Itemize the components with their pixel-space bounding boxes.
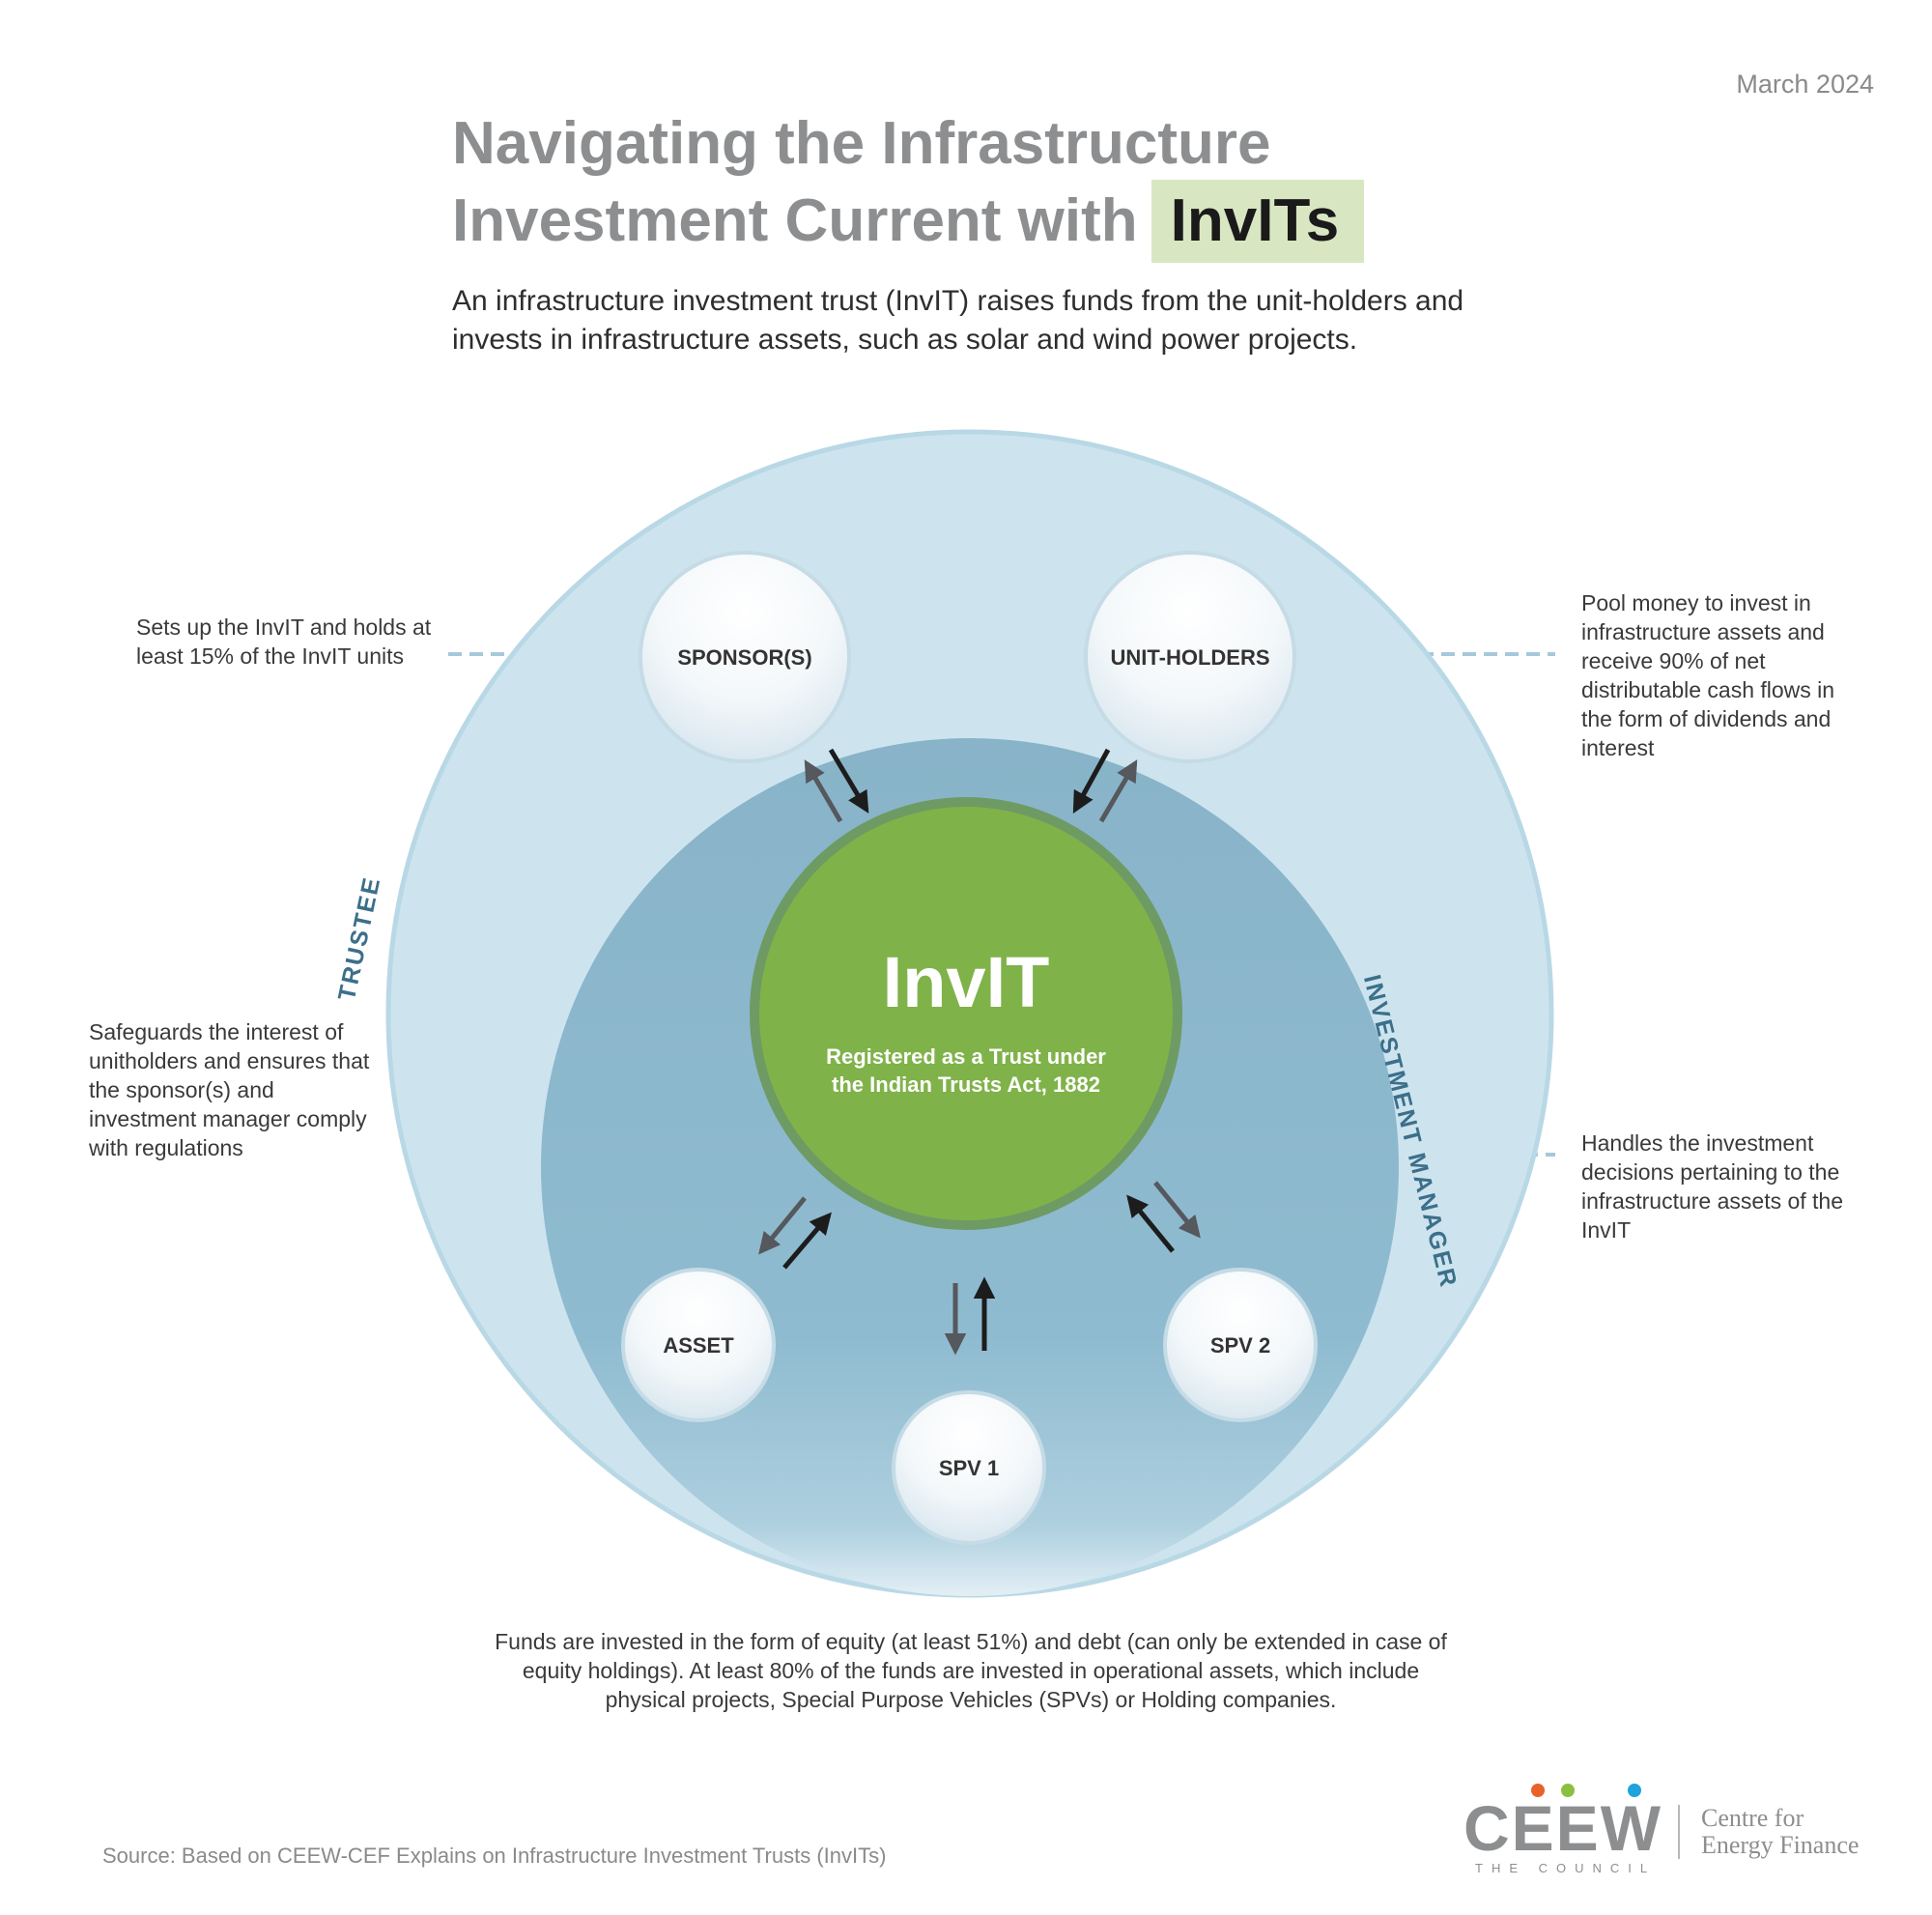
funds-note: Funds are invested in the form of equity…: [495, 1629, 1447, 1712]
invit-center-title: InvIT: [883, 942, 1050, 1022]
invit-center-circle: [759, 807, 1173, 1220]
logo-dot-green: [1561, 1784, 1575, 1797]
logo-cef-line-2: Energy Finance: [1701, 1831, 1860, 1859]
invit-center-line-1: Registered as a Trust under: [826, 1044, 1106, 1069]
logo-dot-blue: [1628, 1784, 1641, 1797]
investment-manager-note: Handles the investment decisions pertain…: [1581, 1130, 1844, 1243]
trustee-ring-label: TRUSTEE: [333, 874, 386, 1004]
title-highlight: InvITs: [1151, 180, 1365, 263]
title-line-2-text: Investment Current with: [452, 187, 1138, 254]
page-subtitle: An infrastructure investment trust (InvI…: [452, 285, 1464, 356]
spv1-node-label: SPV 1: [939, 1456, 999, 1480]
ceew-logo: CEEW THE COUNCIL Centre for Energy Finan…: [1463, 1784, 1879, 1875]
unitholders-node: UNIT-HOLDERS: [1084, 551, 1296, 763]
arrow-spv2-to-invit: [1126, 1194, 1175, 1253]
logo-separator: [1678, 1805, 1680, 1859]
spv2-node: SPV 2: [1163, 1268, 1318, 1422]
spv2-node-label: SPV 2: [1210, 1333, 1270, 1358]
asset-node-label: ASSET: [663, 1333, 734, 1358]
logo-tagline: THE COUNCIL: [1475, 1861, 1657, 1875]
asset-node: ASSET: [621, 1268, 776, 1422]
sponsor-node: SPONSOR(S): [639, 551, 851, 763]
logo-cef-text: Centre for Energy Finance: [1701, 1805, 1859, 1859]
arrow-invit-to-spv2: [1153, 1181, 1201, 1239]
invit-center-line-2: the Indian Trusts Act, 1882: [832, 1072, 1100, 1097]
page-title: Navigating the Infrastructure Investment…: [452, 108, 1365, 263]
logo-wordmark: CEEW: [1463, 1792, 1662, 1864]
sponsor-note: Sets up the InvIT and holds at least 15%…: [136, 615, 432, 669]
spv1-node: SPV 1: [892, 1390, 1046, 1545]
arrow-sponsor-to-invit: [828, 748, 869, 814]
arrow-unitholders-to-invit: [1072, 748, 1111, 814]
unitholders-node-label: UNIT-HOLDERS: [1111, 645, 1270, 670]
date-label: March 2024: [1736, 70, 1874, 99]
unitholders-note: Pool money to invest in infrastructure a…: [1581, 590, 1835, 760]
title-line-1: Navigating the Infrastructure: [452, 110, 1271, 177]
arrow-invit-to-sponsor: [804, 759, 843, 823]
arrow-asset-to-invit: [782, 1212, 832, 1270]
sponsor-node-label: SPONSOR(S): [677, 645, 811, 670]
logo-cef-line-1: Centre for: [1701, 1804, 1804, 1832]
arrow-invit-to-asset: [758, 1196, 807, 1255]
source-note: Source: Based on CEEW-CEF Explains on In…: [102, 1844, 887, 1868]
trustee-note: Safeguards the interest of unitholders a…: [89, 1019, 370, 1160]
logo-dot-orange: [1531, 1784, 1545, 1797]
arrow-invit-to-unitholders: [1098, 759, 1138, 823]
